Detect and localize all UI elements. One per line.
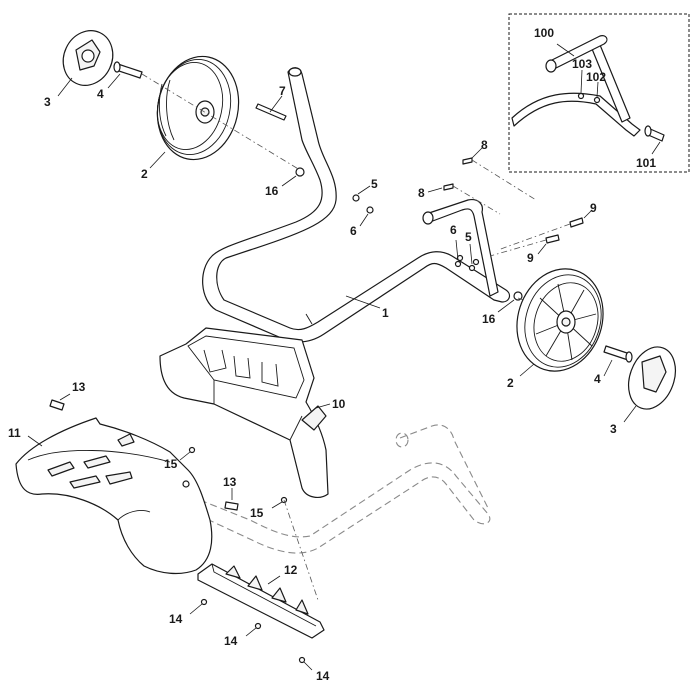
callout-1: 1 xyxy=(382,306,389,320)
callout-16-left: 16 xyxy=(265,184,279,198)
axle-pin-right xyxy=(603,345,633,363)
frame-ghost-outline xyxy=(195,424,491,554)
callout-14-a: 14 xyxy=(169,612,183,626)
inset-hole-102 xyxy=(593,96,601,104)
frame-tube-end xyxy=(422,211,434,225)
callout-100: 100 xyxy=(534,26,554,40)
callout-11: 11 xyxy=(8,426,21,440)
bracket-12 xyxy=(197,563,325,639)
handle-frame xyxy=(202,67,511,343)
callout-103: 103 xyxy=(572,57,592,71)
wheel-left xyxy=(156,55,240,161)
hub-cap-left xyxy=(62,30,114,86)
inset-axle-collar xyxy=(644,125,652,137)
washer-16-left xyxy=(295,167,305,177)
callout-7: 7 xyxy=(279,84,286,98)
nut-5-left xyxy=(352,194,360,202)
screw-13-lower xyxy=(224,501,239,511)
screw-13-upper xyxy=(49,399,65,411)
inset-handle-top xyxy=(547,35,608,71)
screw-14-b xyxy=(254,622,262,630)
frame-hole-b xyxy=(472,258,480,266)
callout-14-c: 14 xyxy=(316,669,330,683)
callout-labels: 100 103 102 101 3 4 2 7 16 5 6 8 8 9 9 6… xyxy=(8,26,656,683)
callout-3-right: 3 xyxy=(610,422,617,436)
inset-handle-lower xyxy=(511,92,641,137)
callout-4-left: 4 xyxy=(97,87,104,101)
callout-102: 102 xyxy=(586,70,606,84)
callout-8-lower: 8 xyxy=(418,186,425,200)
callout-9-upper: 9 xyxy=(590,201,597,215)
callout-9-lower: 9 xyxy=(527,251,534,265)
callout-5-left: 5 xyxy=(371,177,378,191)
callout-2-left: 2 xyxy=(141,167,148,181)
inset-frame xyxy=(508,13,690,173)
callout-16-right: 16 xyxy=(482,312,496,326)
callout-15-upper: 15 xyxy=(164,457,178,471)
callout-5-right: 5 xyxy=(465,230,472,244)
screw-8-upper xyxy=(462,157,473,165)
screw-15-upper xyxy=(188,446,196,454)
callout-2-right: 2 xyxy=(507,376,514,390)
callout-101: 101 xyxy=(636,156,656,170)
inset-detail xyxy=(508,13,690,173)
screw-9-left xyxy=(545,234,560,244)
nut-5-right xyxy=(468,264,476,272)
washer-16-right xyxy=(513,291,523,301)
callout-13-lower: 13 xyxy=(223,475,237,489)
screw-14-a xyxy=(200,598,208,606)
callout-13-upper: 13 xyxy=(72,380,86,394)
screw-9-right xyxy=(569,217,584,228)
callout-6-left: 6 xyxy=(350,224,357,238)
callout-12: 12 xyxy=(284,563,298,577)
inset-tube-end xyxy=(545,59,557,73)
screw-14-c xyxy=(298,656,306,664)
hopper-10 xyxy=(159,327,331,498)
frame-top-end xyxy=(288,67,302,77)
callout-15-lower: 15 xyxy=(250,506,264,520)
hub-cap-right xyxy=(628,346,676,410)
callout-10: 10 xyxy=(332,397,346,411)
callout-6-right: 6 xyxy=(450,223,457,237)
left-wheel-assembly xyxy=(57,30,301,171)
inset-hole-103 xyxy=(577,92,585,100)
callout-4-right: 4 xyxy=(594,372,601,386)
bolt-7 xyxy=(255,103,287,121)
right-wheel-assembly xyxy=(516,268,676,423)
nut-6-left xyxy=(366,206,374,214)
callout-3-left: 3 xyxy=(44,95,51,109)
screws-13-15 xyxy=(49,393,319,601)
axle-pin-left xyxy=(113,61,143,79)
frame-tube-1 xyxy=(202,67,511,343)
wheel-right xyxy=(516,268,604,372)
frame-upright-right xyxy=(425,199,499,297)
deflector-11 xyxy=(15,417,213,575)
screw-8-lower xyxy=(443,183,454,191)
callout-14-b: 14 xyxy=(224,634,238,648)
callout-8-upper: 8 xyxy=(481,138,488,152)
screws-14 xyxy=(189,598,313,671)
nut-6-right xyxy=(454,260,462,268)
hardware xyxy=(255,95,593,319)
